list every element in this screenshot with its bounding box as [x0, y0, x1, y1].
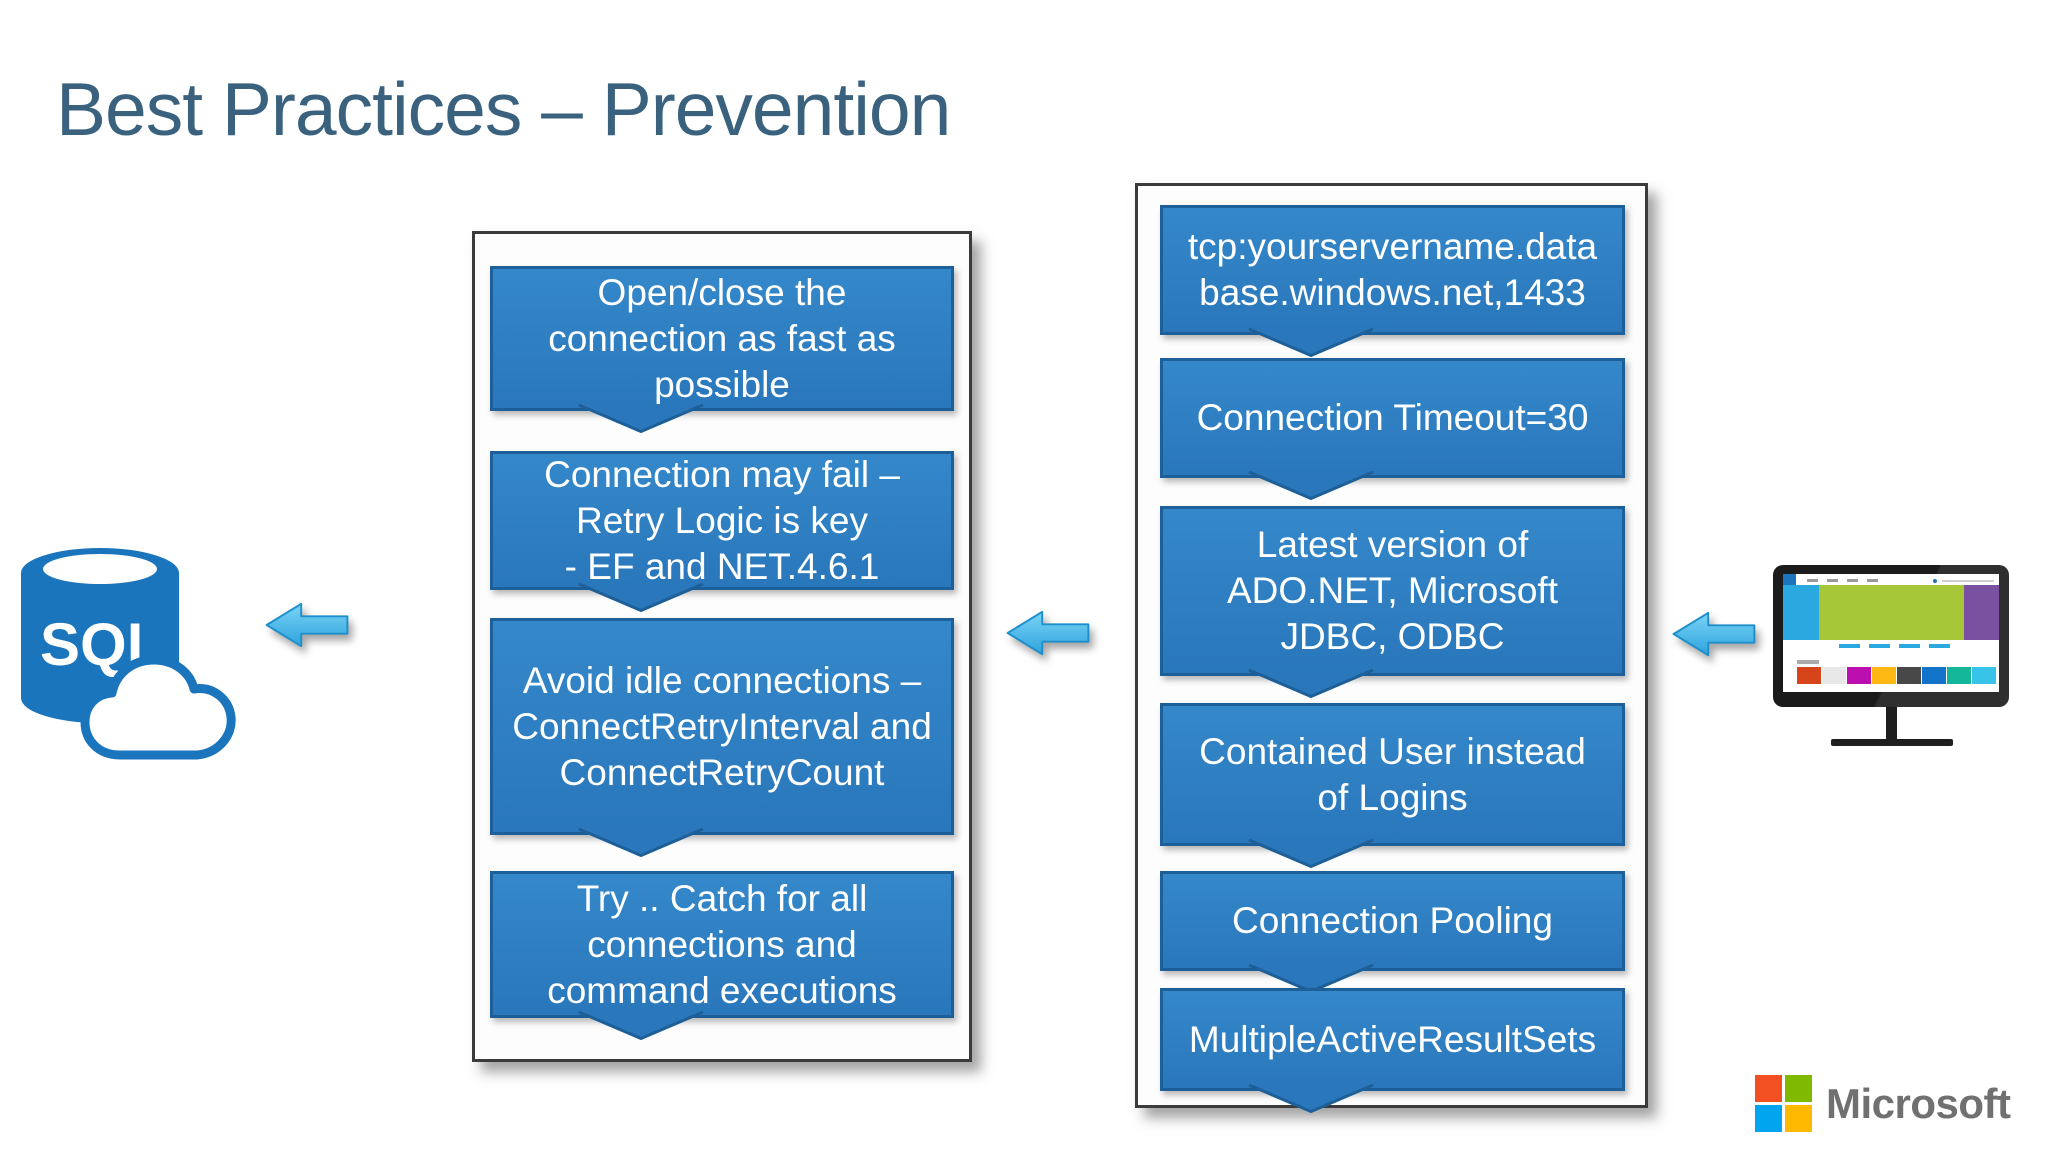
- monitor-screen: [1783, 574, 1999, 692]
- callout-text: Open/close the connection as fast as pos…: [548, 271, 896, 405]
- callout-text: Latest version of ADO.NET, Microsoft JDB…: [1227, 524, 1558, 657]
- webpage-tile-row: [1797, 667, 1996, 684]
- left-arrow-icon: [265, 602, 349, 648]
- browser-logo-square: [1783, 574, 1796, 585]
- monitor-stand-base: [1831, 739, 1953, 746]
- callout-box: Avoid idle connections – ConnectRetryInt…: [490, 618, 954, 858]
- sql-database-cloud-icon: SQL: [21, 548, 236, 760]
- callout-tail-icon: [1248, 669, 1374, 699]
- callout-box: Open/close the connection as fast as pos…: [490, 266, 954, 434]
- callout-text: tcp:yourservername.data base.windows.net…: [1187, 226, 1598, 313]
- left-arrow-icon: [1672, 611, 1756, 657]
- browser-search-line: [1942, 580, 1994, 582]
- microsoft-logo-icon: [1755, 1075, 1812, 1132]
- callout-tail-icon: [1248, 839, 1374, 869]
- callout-tail-icon: [1248, 328, 1374, 358]
- callout-box: tcp:yourservername.data base.windows.net…: [1160, 205, 1625, 358]
- callout-tail-icon: [1248, 1084, 1374, 1114]
- callout-text: Try .. Catch for all connections and com…: [547, 877, 897, 1011]
- callout-tail-icon: [1248, 471, 1374, 501]
- callout-box: Try .. Catch for all connections and com…: [490, 871, 954, 1041]
- callout-tail-icon: [578, 404, 704, 434]
- callout-tail-icon: [578, 828, 704, 858]
- callout-tail-icon: [578, 1011, 704, 1041]
- page-title: Best Practices – Prevention: [56, 67, 951, 151]
- callout-text: Contained User instead of Logins: [1199, 730, 1586, 818]
- microsoft-wordmark: Microsoft: [1826, 1079, 2011, 1127]
- cloud-icon: [80, 655, 236, 760]
- webpage-hero-banner: [1783, 585, 1999, 640]
- webpage-link-dashes: [1839, 644, 1950, 648]
- callout-box: Connection Timeout=30: [1160, 358, 1625, 501]
- microsoft-logo: Microsoft: [1755, 1075, 2011, 1132]
- callout-text: Avoid idle connections – ConnectRetryInt…: [512, 659, 932, 793]
- monitor-frame: [1773, 565, 2009, 707]
- callout-box: Connection may fail – Retry Logic is key…: [490, 451, 954, 613]
- callout-text: MultipleActiveResultSets: [1188, 1018, 1597, 1060]
- browser-dot-icon: [1933, 579, 1937, 583]
- callout-box: Connection Pooling: [1160, 871, 1625, 994]
- right-panel: tcp:yourservername.data base.windows.net…: [1135, 183, 1648, 1114]
- callout-text: Connection Timeout=30: [1196, 397, 1589, 438]
- middle-panel: Open/close the connection as fast as pos…: [472, 231, 972, 1062]
- callout-text: Connection Pooling: [1232, 900, 1553, 941]
- monitor-stand-stem: [1886, 707, 1897, 740]
- browser-menu-dashes: [1807, 579, 1878, 582]
- webpage-gray-dash: [1797, 660, 1819, 664]
- callout-text: Connection may fail – Retry Logic is key…: [544, 453, 900, 587]
- client-monitor-icon: [1773, 565, 2013, 753]
- callout-box: MultipleActiveResultSets: [1160, 988, 1625, 1114]
- callout-box: Latest version of ADO.NET, Microsoft JDB…: [1160, 506, 1625, 699]
- callout-box: Contained User instead of Logins: [1160, 703, 1625, 869]
- left-arrow-icon: [1006, 610, 1090, 656]
